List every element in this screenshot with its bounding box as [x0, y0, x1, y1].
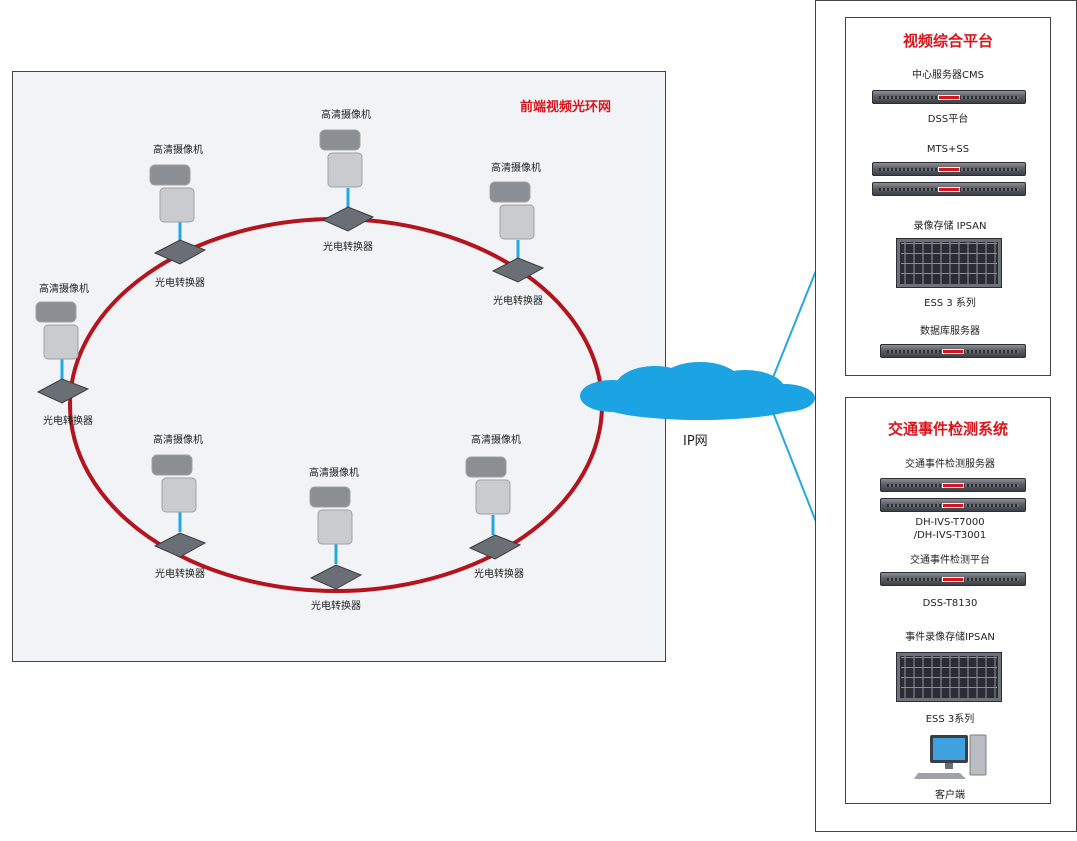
detect-server-icon [880, 498, 1026, 512]
camera-icons [35, 129, 535, 545]
dss-t8130-label: DSS-T8130 [922, 598, 978, 609]
ivs-model-line1: DH-IVS-T7000 [915, 517, 985, 528]
converter-label: 光电转换器 [474, 569, 524, 580]
ip-network-label: IP网 [683, 434, 708, 449]
client-pc-icon [914, 734, 987, 779]
cms-server-icon [872, 90, 1026, 104]
ess-series-label: ESS 3系列 [925, 714, 975, 725]
ss-server-icon [872, 182, 1026, 196]
converter-icons [36, 206, 545, 590]
converter-label: 光电转换器 [155, 569, 205, 580]
mts-label: MTS+SS [926, 144, 970, 155]
front-ring-title: 前端视频光环网 [520, 100, 612, 115]
converter-label: 光电转换器 [43, 416, 93, 427]
video-platform-panel [845, 17, 1051, 376]
camera-label: 高清摄像机 [321, 110, 371, 121]
detect-server-label: 交通事件检测服务器 [905, 459, 995, 470]
detect-platform-label: 交通事件检测平台 [910, 555, 990, 566]
ipsan-storage-icon [896, 238, 1002, 288]
cms-label: 中心服务器CMS [912, 70, 984, 81]
dss-label: DSS平台 [927, 114, 969, 125]
traffic-system-title: 交通事件检测系统 [887, 420, 1009, 438]
camera-label: 高清摄像机 [309, 468, 359, 479]
db-server-icon [880, 344, 1026, 358]
camera-label: 高清摄像机 [153, 435, 203, 446]
converter-label: 光电转换器 [311, 601, 361, 612]
client-label: 客户端 [935, 790, 965, 801]
detect-server-icon [880, 478, 1026, 492]
ipsan-label: 录像存储 IPSAN [913, 221, 987, 232]
converter-label: 光电转换器 [323, 242, 373, 253]
camera-label: 高清摄像机 [153, 145, 203, 156]
event-ipsan-label: 事件录像存储IPSAN [905, 632, 995, 643]
video-platform-title: 视频综合平台 [902, 32, 994, 50]
camera-label: 高清摄像机 [39, 284, 89, 295]
ivs-model-line2: /DH-IVS-T3001 [913, 530, 987, 541]
detect-platform-icon [880, 572, 1026, 586]
mts-server-icon [872, 162, 1026, 176]
converter-label: 光电转换器 [493, 296, 543, 307]
ess-label: ESS 3 系列 [924, 298, 976, 309]
camera-label: 高清摄像机 [491, 163, 541, 174]
camera-label: 高清摄像机 [471, 435, 521, 446]
event-ipsan-storage-icon [896, 652, 1002, 702]
ip-cloud-icon [580, 362, 815, 420]
converter-label: 光电转换器 [155, 278, 205, 289]
db-label: 数据库服务器 [920, 326, 980, 337]
